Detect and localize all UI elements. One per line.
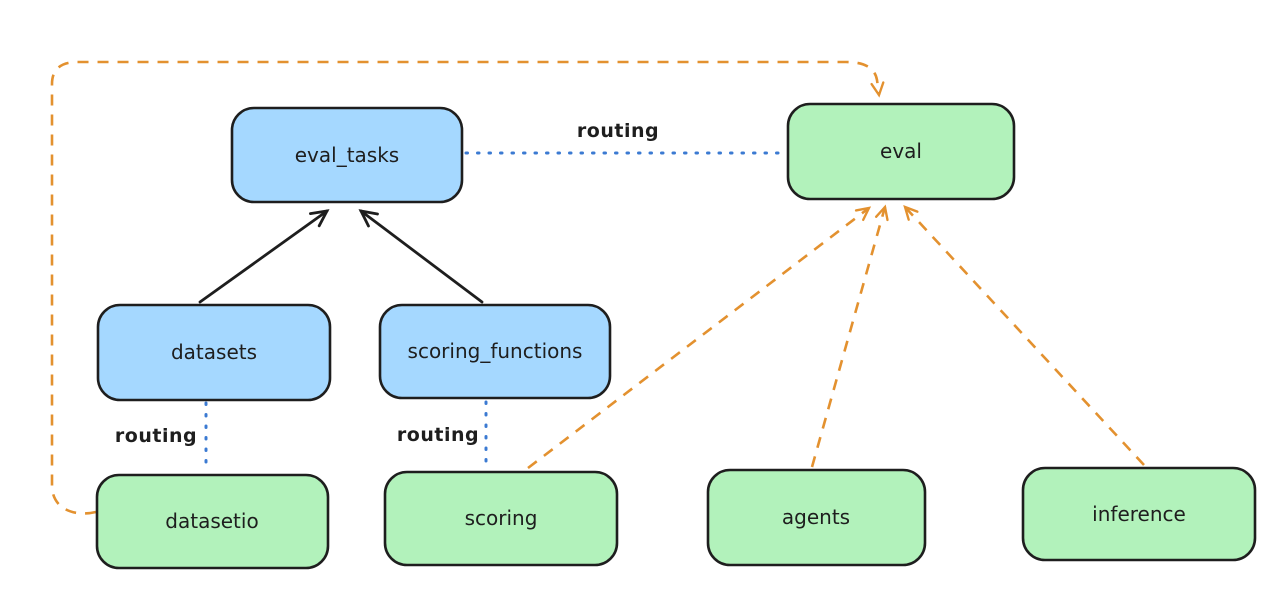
node-eval-tasks: eval_tasks: [230, 106, 464, 204]
edge-datasets-to-eval-tasks: [198, 211, 327, 304]
node-agents-label: agents: [782, 505, 850, 529]
node-eval: eval: [786, 102, 1016, 201]
node-datasets: datasets: [96, 303, 332, 402]
node-agents: agents: [706, 468, 927, 567]
edge-label-routing-top: routing: [577, 120, 659, 142]
node-datasetio-label: datasetio: [165, 509, 258, 533]
edge-scoring-functions-to-eval-tasks: [361, 211, 484, 304]
node-scoring-functions: scoring_functions: [378, 303, 612, 400]
node-datasetio: datasetio: [95, 473, 330, 570]
node-scoring-functions-label: scoring_functions: [408, 339, 583, 363]
node-eval-tasks-label: eval_tasks: [295, 143, 399, 167]
edge-inference-to-eval: [903, 205, 1145, 466]
edge-agents-to-eval: [810, 204, 889, 468]
node-datasets-label: datasets: [171, 340, 257, 364]
node-scoring: scoring: [383, 470, 619, 567]
node-scoring-label: scoring: [465, 506, 538, 530]
edge-label-routing-left: routing: [115, 425, 197, 447]
node-inference: inference: [1021, 466, 1257, 562]
node-eval-label: eval: [880, 139, 922, 163]
edge-label-routing-mid: routing: [397, 424, 479, 446]
node-inference-label: inference: [1092, 502, 1186, 526]
